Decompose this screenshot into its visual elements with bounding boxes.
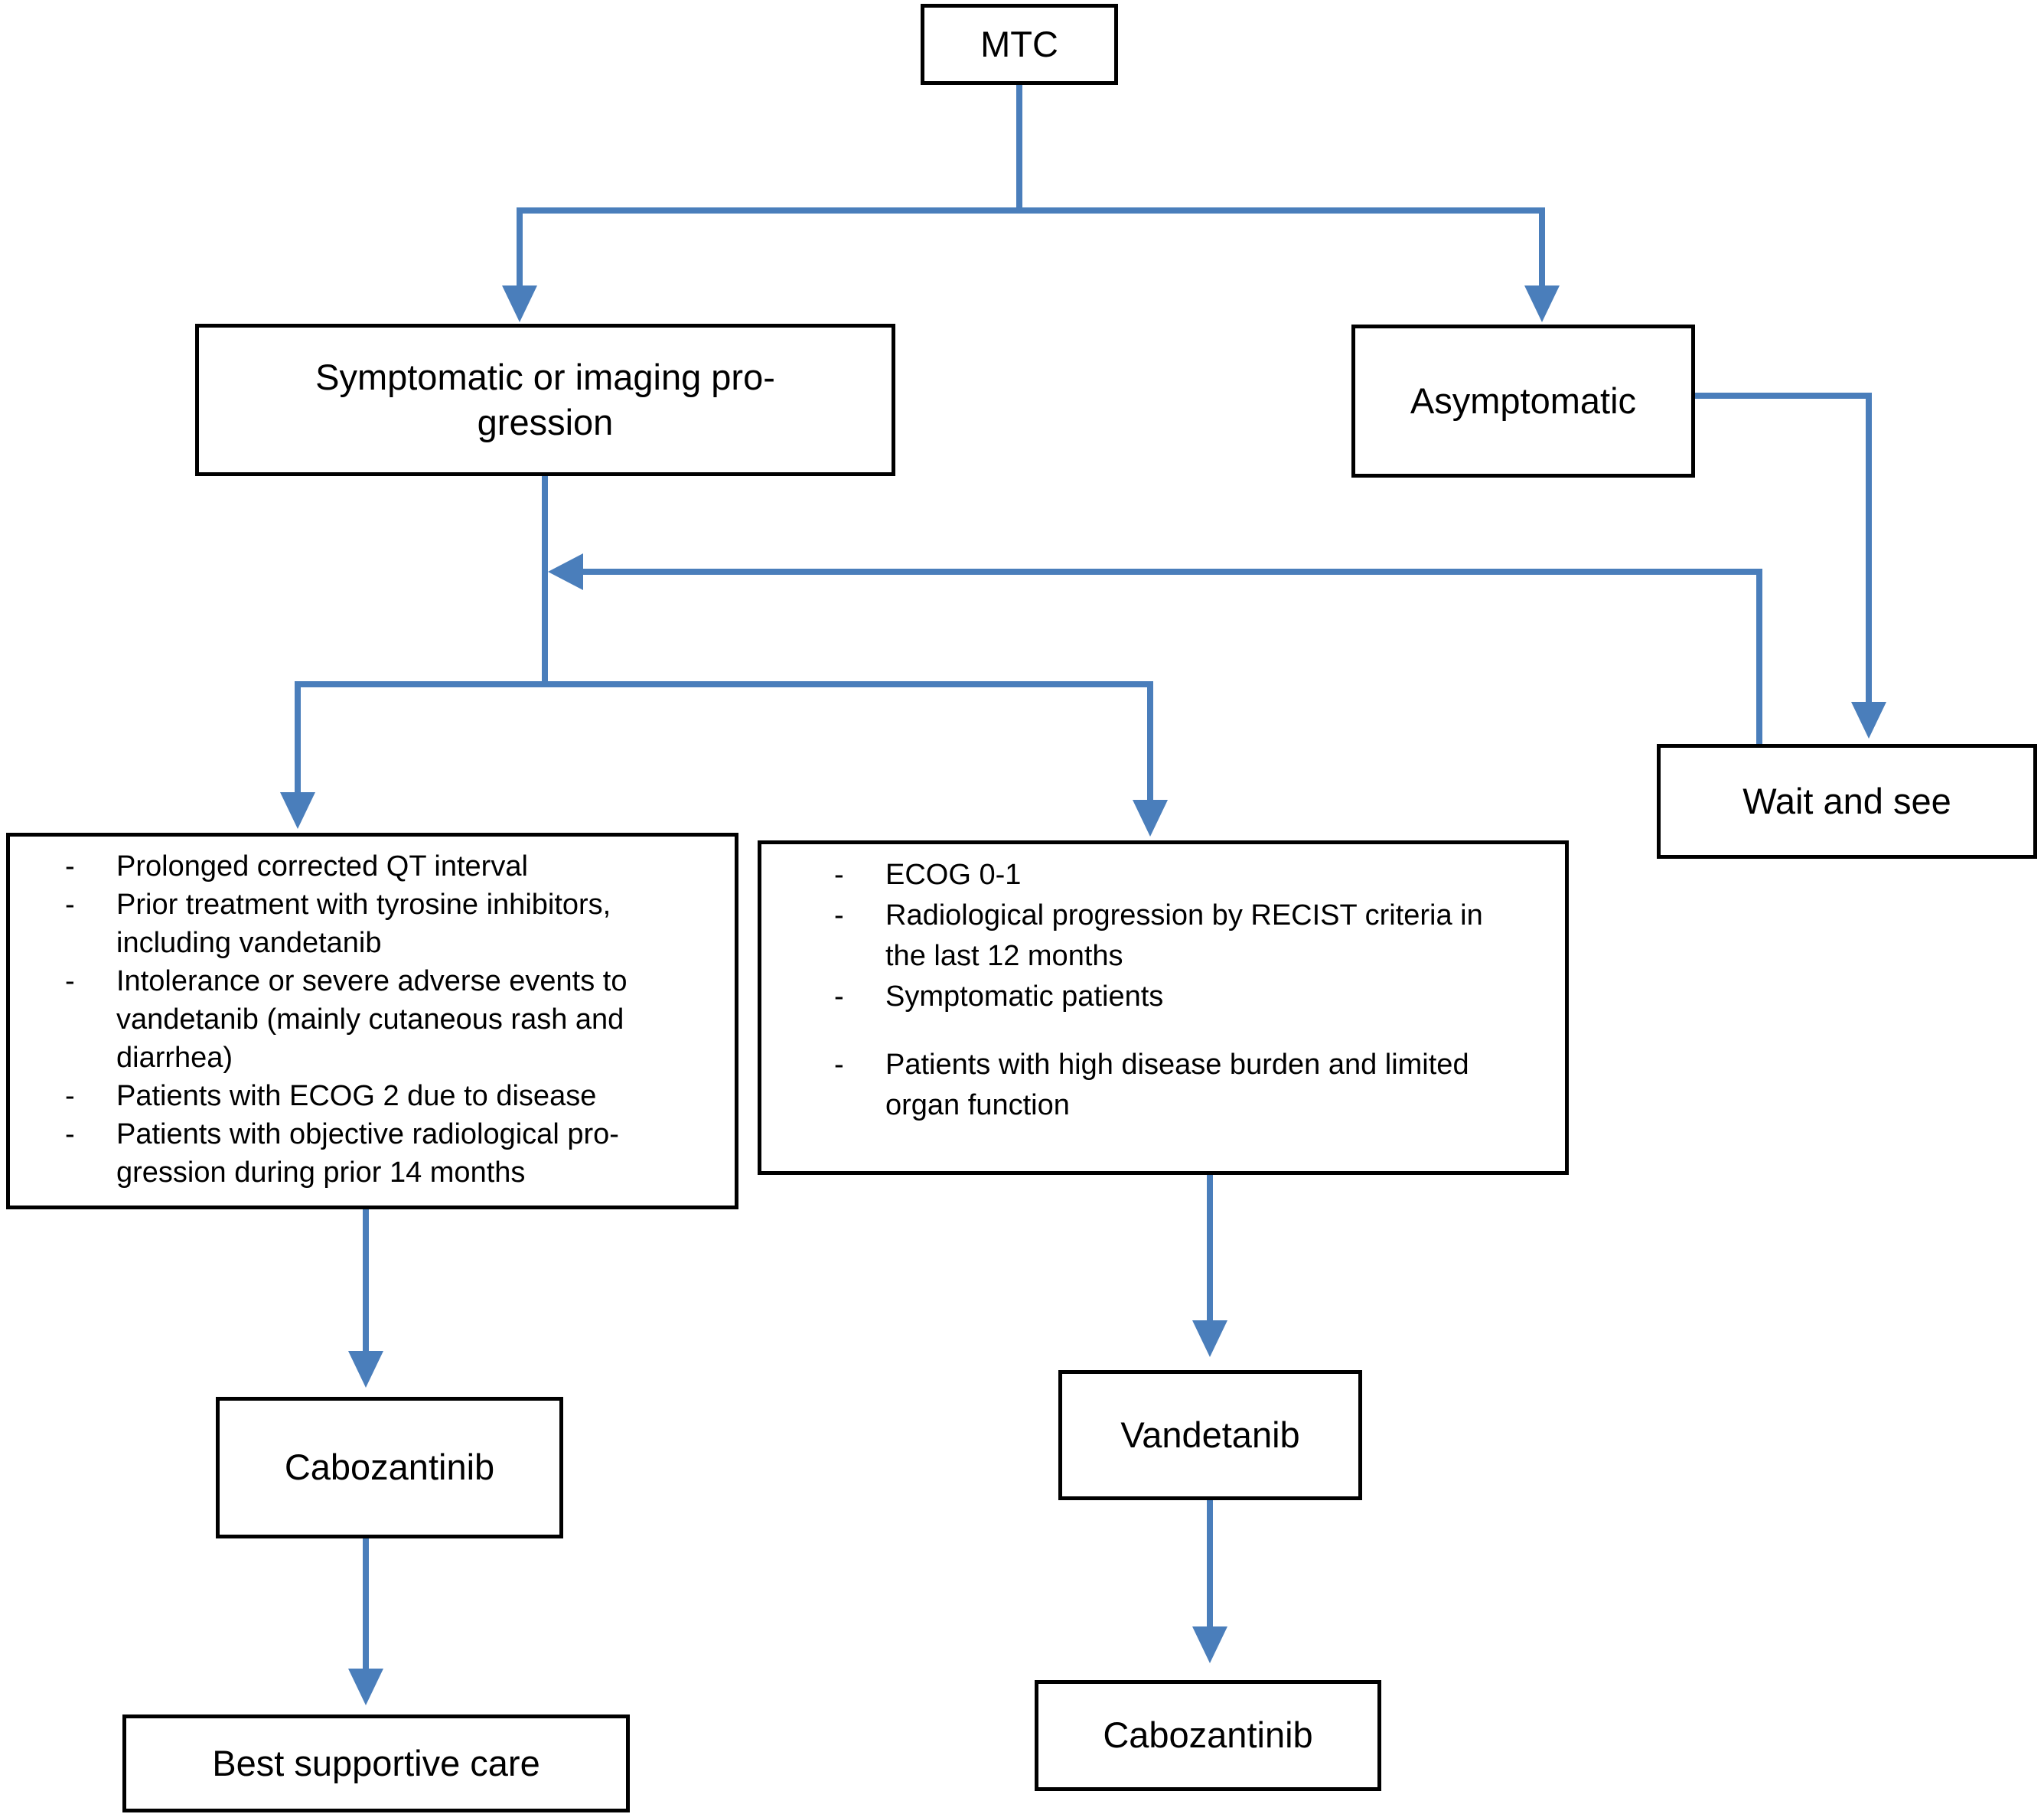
- node-vandetanib-criteria-list: - ECOG 0-1 - Radiological progression by R…: [758, 840, 1569, 1175]
- connector-asymptomatic-down: [1866, 393, 1872, 702]
- list-item: - Symptomatic patients: [834, 977, 1557, 1017]
- bullet-dash: -: [834, 980, 844, 1013]
- connector-branch-to-criteria-right: [1147, 681, 1153, 800]
- node-mtc: MTC: [921, 4, 1118, 85]
- list-item: - Patients with ECOG 2 due to disease: [65, 1077, 727, 1115]
- list-item-text: Intolerance or severe adverse events to …: [116, 965, 628, 1074]
- connector-criteria-right-down: [1207, 1175, 1213, 1320]
- list-item: - Patients with high disease burden and l…: [834, 1045, 1557, 1126]
- bullet-dash: -: [65, 965, 75, 997]
- list-item-text: ECOG 0-1: [885, 859, 1022, 891]
- arrowhead-into-wait-and-see: [1851, 702, 1886, 739]
- connector-mtc-down: [1016, 84, 1022, 214]
- node-wait-and-see: Wait and see: [1657, 744, 2037, 859]
- arrowhead-into-cabozantinib-first: [348, 1351, 383, 1388]
- criteria-left-list: - Prolonged corrected QT interval - Prior …: [10, 837, 735, 1192]
- list-item: - Prolonged corrected QT interval: [65, 847, 727, 886]
- node-symptomatic-or-imaging-progression: Symptomatic or imaging pro- gression: [195, 324, 895, 476]
- list-item-text: Patients with objective radiological pro…: [116, 1118, 619, 1189]
- connector-criteria-left-down: [363, 1209, 369, 1351]
- arrowhead-into-cabozantinib-second: [1192, 1626, 1227, 1663]
- list-item-text: Prior treatment with tyrosine inhibitors…: [116, 889, 611, 959]
- connector-feedback-vertical: [1756, 569, 1762, 744]
- list-item-text: Patients with ECOG 2 due to disease: [116, 1080, 597, 1112]
- list-item: - Radiological progression by RECIST crit…: [834, 896, 1557, 977]
- node-best-supportive-care: Best supportive care: [122, 1714, 630, 1812]
- bullet-dash: -: [65, 889, 75, 921]
- connector-cabozantinib-first-down: [363, 1538, 369, 1669]
- list-item: - Patients with objective radiological pr…: [65, 1115, 727, 1192]
- connector-second-branch: [295, 681, 1153, 687]
- connector-symptomatic-down: [542, 476, 548, 687]
- node-vandetanib: Vandetanib: [1058, 1370, 1362, 1500]
- bullet-dash: -: [65, 1118, 75, 1150]
- arrowhead-into-best-supportive-care: [348, 1669, 383, 1705]
- arrowhead-into-symptomatic: [502, 285, 537, 322]
- connector-branch-to-criteria-left: [295, 681, 301, 792]
- list-item: - ECOG 0-1: [834, 855, 1557, 896]
- bullet-dash: -: [834, 859, 844, 891]
- node-cabozantinib-first: Cabozantinib: [216, 1397, 563, 1538]
- bullet-dash: -: [65, 1080, 75, 1112]
- arrowhead-into-criteria-right: [1133, 800, 1168, 837]
- arrowhead-into-asymptomatic: [1524, 285, 1560, 322]
- list-item-text: Prolonged corrected QT interval: [116, 850, 528, 883]
- connector-branch-to-symptomatic: [517, 207, 523, 289]
- list-item: - Prior treatment with tyrosine inhibitor…: [65, 886, 727, 962]
- list-item-text: Patients with high disease burden and li…: [885, 1049, 1469, 1121]
- bullet-dash: -: [834, 1049, 844, 1081]
- list-item-text: Radiological progression by RECIST crite…: [885, 899, 1483, 972]
- node-asymptomatic: Asymptomatic: [1351, 325, 1695, 478]
- connector-asymptomatic-right: [1692, 393, 1872, 399]
- bullet-dash: -: [834, 899, 844, 931]
- connector-feedback-horizontal: [582, 569, 1762, 575]
- node-cabozantinib-criteria-list: - Prolonged corrected QT interval - Prior …: [6, 833, 738, 1209]
- list-item: - Intolerance or severe adverse events to…: [65, 962, 727, 1077]
- bullet-dash: -: [65, 850, 75, 883]
- connector-vandetanib-down: [1207, 1500, 1213, 1626]
- arrowhead-into-vandetanib: [1192, 1320, 1227, 1357]
- arrowhead-into-criteria-left: [280, 792, 315, 829]
- connector-branch-to-asymptomatic: [1539, 207, 1545, 289]
- node-cabozantinib-second: Cabozantinib: [1035, 1680, 1381, 1791]
- arrowhead-feedback-into-symptomatic-path: [548, 553, 583, 590]
- criteria-right-list: - ECOG 0-1 - Radiological progression by R…: [761, 844, 1565, 1126]
- connector-top-branch: [517, 207, 1545, 214]
- list-item-text: Symptomatic patients: [885, 980, 1164, 1013]
